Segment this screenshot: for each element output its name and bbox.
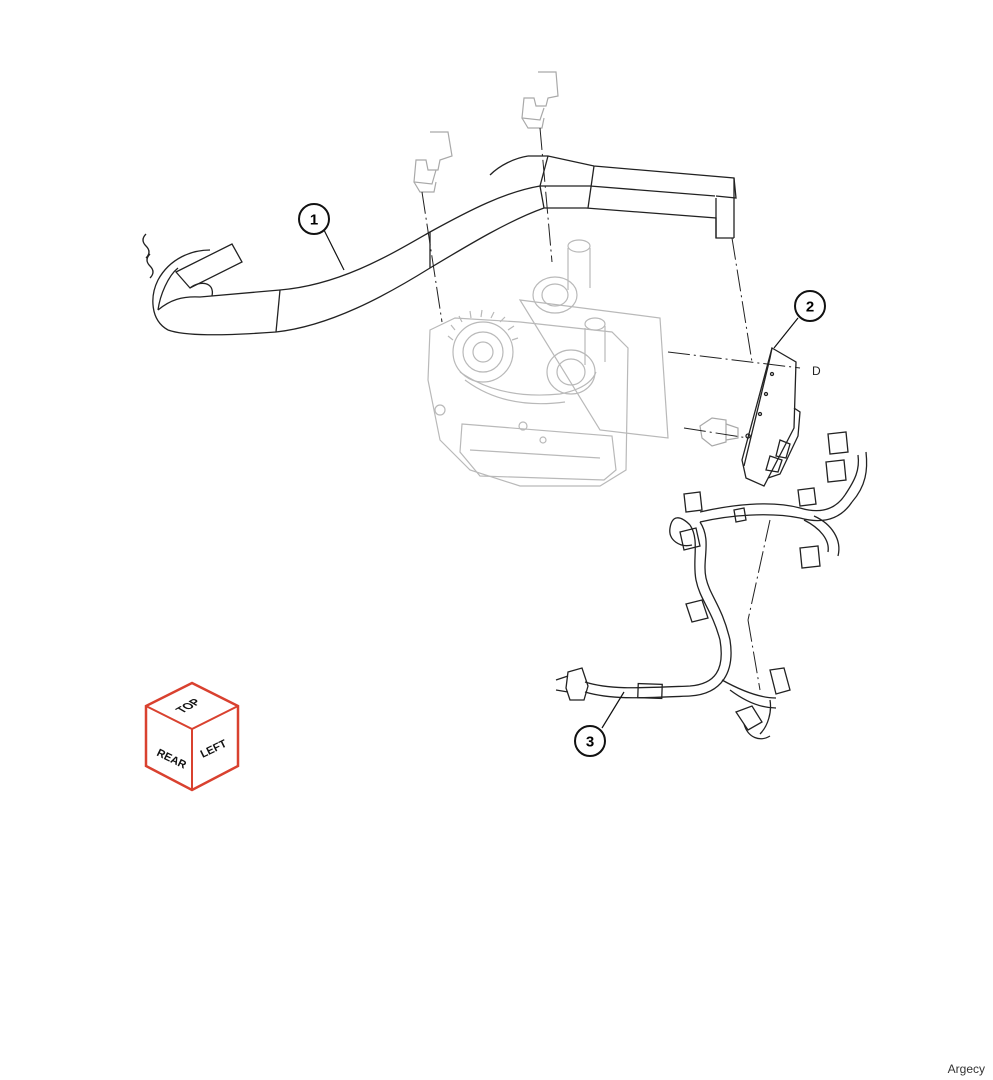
callout-3: 3 (574, 725, 606, 757)
callout-1: 1 (298, 203, 330, 235)
circuit-board (741, 347, 801, 487)
callout-3-number: 3 (586, 734, 594, 751)
wire-harness (555, 431, 868, 740)
watermark: Argecy (947, 1062, 985, 1076)
callout-leaders (323, 229, 799, 729)
callout-1-number: 1 (310, 212, 318, 229)
leader-lines (421, 127, 801, 691)
faded-clips (413, 71, 739, 447)
faded-gear-assembly (427, 239, 669, 487)
orientation-cube: TOP REAR LEFT (144, 681, 240, 792)
callout-2: 2 (794, 290, 826, 322)
reference-label-d: D (812, 364, 821, 378)
callout-2-number: 2 (806, 299, 814, 316)
ribbon-cable (142, 155, 737, 336)
